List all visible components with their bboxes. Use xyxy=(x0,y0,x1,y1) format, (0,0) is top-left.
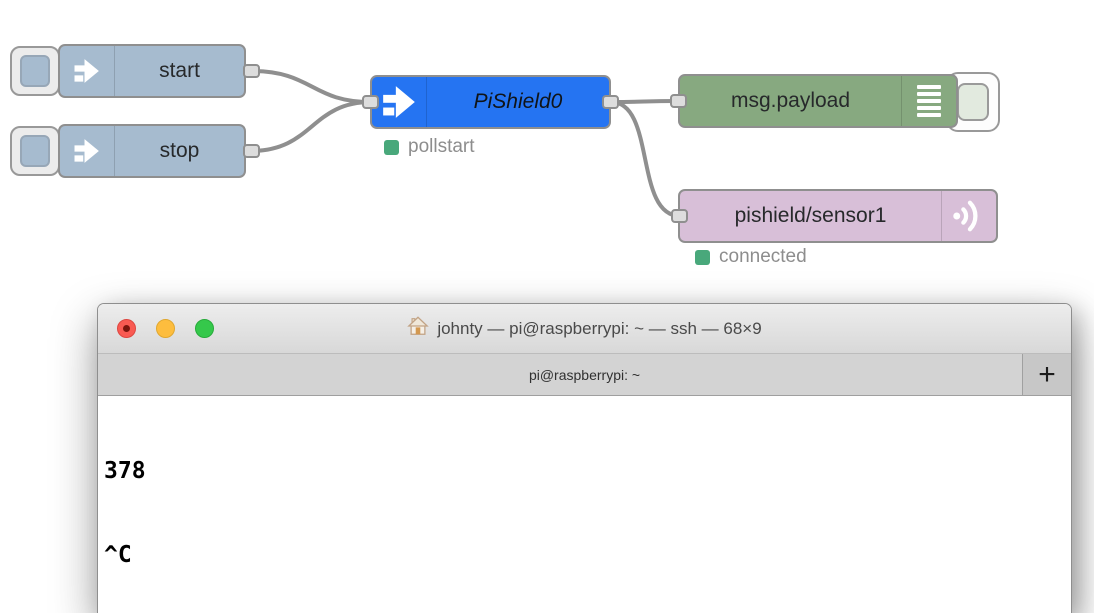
node-label: stop xyxy=(159,139,200,162)
home-icon xyxy=(407,315,430,342)
wire-stop-pishield[interactable] xyxy=(249,100,373,153)
minimize-button[interactable] xyxy=(156,319,175,338)
node-inject-start[interactable]: start xyxy=(58,44,260,98)
edited-dot xyxy=(123,325,130,332)
wire-pishield-mqtt[interactable] xyxy=(609,100,682,218)
terminal-window: johnty — pi@raspberrypi: ~ — ssh — 68×9 … xyxy=(97,303,1072,613)
input-port[interactable] xyxy=(362,95,379,109)
wire-pishield-debug[interactable] xyxy=(609,99,679,104)
input-port[interactable] xyxy=(671,209,688,223)
status-dot xyxy=(695,249,710,265)
node-label: PiShield0 xyxy=(473,90,563,113)
node-status-connected: connected xyxy=(695,246,807,268)
status-dot xyxy=(384,139,399,155)
zoom-button[interactable] xyxy=(195,319,214,338)
node-label: pishield/sensor1 xyxy=(734,204,887,227)
output-port[interactable] xyxy=(243,64,260,78)
node-debug-msg-payload[interactable]: msg.payload xyxy=(670,74,958,128)
tab-bar: pi@raspberrypi: ~ + xyxy=(98,354,1071,396)
tab-terminal[interactable]: pi@raspberrypi: ~ xyxy=(528,366,641,383)
status-label: pollstart xyxy=(408,136,475,157)
node-pishield0[interactable]: PiShield0 xyxy=(362,75,619,129)
terminal-line: 378 xyxy=(104,458,146,484)
debug-toggle-inner xyxy=(957,83,989,121)
window-titlebar[interactable]: johnty — pi@raspberrypi: ~ — ssh — 68×9 xyxy=(98,304,1071,354)
inject-button-inner xyxy=(20,55,50,87)
debug-list-icon xyxy=(901,76,956,126)
close-button[interactable] xyxy=(117,319,136,338)
status-label: connected xyxy=(719,246,807,267)
inject-button-start[interactable] xyxy=(10,46,60,96)
plus-icon: + xyxy=(1038,357,1056,391)
node-label: start xyxy=(159,59,200,82)
node-label: msg.payload xyxy=(730,89,851,112)
input-port[interactable] xyxy=(670,94,687,108)
inject-arrow-icon xyxy=(60,126,115,176)
mqtt-broadcast-icon xyxy=(941,191,996,241)
wire-layer xyxy=(249,69,682,218)
terminal-line: ^C xyxy=(104,542,132,568)
output-port[interactable] xyxy=(602,95,619,109)
inject-arrow-icon xyxy=(60,46,115,96)
terminal-content[interactable]: 378 ^C pi@raspberrypi:~ $ mosquitto_sub … xyxy=(98,396,1071,613)
arrow-icon xyxy=(372,77,427,127)
inject-button-inner xyxy=(20,135,50,167)
node-mqtt-pishield-sensor1[interactable]: pishield/sensor1 xyxy=(671,189,998,243)
node-status-pollstart: pollstart xyxy=(384,136,475,158)
wire-start-pishield[interactable] xyxy=(249,69,373,104)
new-tab-button[interactable]: + xyxy=(1022,354,1071,395)
inject-button-stop[interactable] xyxy=(10,126,60,176)
node-inject-stop[interactable]: stop xyxy=(58,124,260,178)
window-title: johnty — pi@raspberrypi: ~ — ssh — 68×9 xyxy=(437,318,762,338)
output-port[interactable] xyxy=(243,144,260,158)
